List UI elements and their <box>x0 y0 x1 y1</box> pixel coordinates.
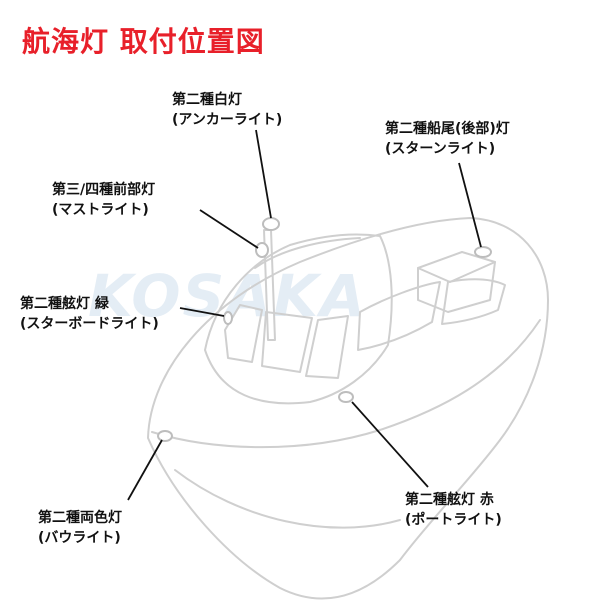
starboard-light-label: 第二種舷灯 緑 (スターボードライト) <box>20 294 159 334</box>
side-window-2 <box>441 278 506 325</box>
port-leader-line <box>351 401 429 488</box>
mast-light-label: 第三/四種前部灯 (マストライト) <box>52 180 155 220</box>
port-light-label: 第二種舷灯 赤 (ポートライト) <box>405 490 502 530</box>
mast-light-fixture <box>255 242 269 258</box>
starboard-light-subtitle: (スターボードライト) <box>20 316 159 332</box>
starboard-leader-line <box>179 307 225 317</box>
anchor-light-subtitle: (アンカーライト) <box>172 112 283 128</box>
anchor-light-name: 第二種白灯 <box>172 92 242 108</box>
port-light-fixture <box>338 391 354 403</box>
page-title: 航海灯 取付位置図 <box>22 25 265 58</box>
stern-leader-line <box>458 162 482 248</box>
cabin-roof <box>254 237 361 269</box>
bow-light-subtitle: (バウライト) <box>38 530 121 546</box>
anchor-leader-line <box>255 129 272 219</box>
bow-light-label: 第二種両色灯 (バウライト) <box>38 508 122 548</box>
rear-deck-box <box>417 251 496 313</box>
windshield-left <box>224 304 263 363</box>
windshield-right <box>305 315 349 379</box>
mast-leader-line <box>199 209 259 249</box>
stern-light-subtitle: (スターンライト) <box>385 141 496 157</box>
stern-light-name: 第二種船尾(後部)灯 <box>385 121 510 137</box>
mast-light-subtitle: (マストライト) <box>52 202 149 218</box>
mast-light-name: 第三/四種前部灯 <box>52 182 156 198</box>
port-light-subtitle: (ポートライト) <box>405 512 502 528</box>
bow-light-fixture <box>157 430 173 442</box>
side-window-1 <box>357 281 441 351</box>
hull-crease <box>174 469 401 529</box>
port-light-name: 第二種舷灯 赤 <box>405 492 494 508</box>
bow-leader-line <box>127 439 163 501</box>
anchor-light-label: 第二種白灯 (アンカーライト) <box>172 90 282 130</box>
starboard-light-name: 第二種舷灯 緑 <box>20 296 109 312</box>
starboard-light-fixture <box>223 311 233 325</box>
bow-light-name: 第二種両色灯 <box>38 510 122 526</box>
stern-light-label: 第二種船尾(後部)灯 (スターンライト) <box>385 119 510 159</box>
gunwale-line <box>151 319 541 449</box>
stern-light-fixture <box>474 246 492 258</box>
windshield-center <box>261 311 313 373</box>
hull-outline <box>147 217 549 600</box>
anchor-light-fixture <box>262 217 280 231</box>
cabin-outline <box>204 233 393 405</box>
